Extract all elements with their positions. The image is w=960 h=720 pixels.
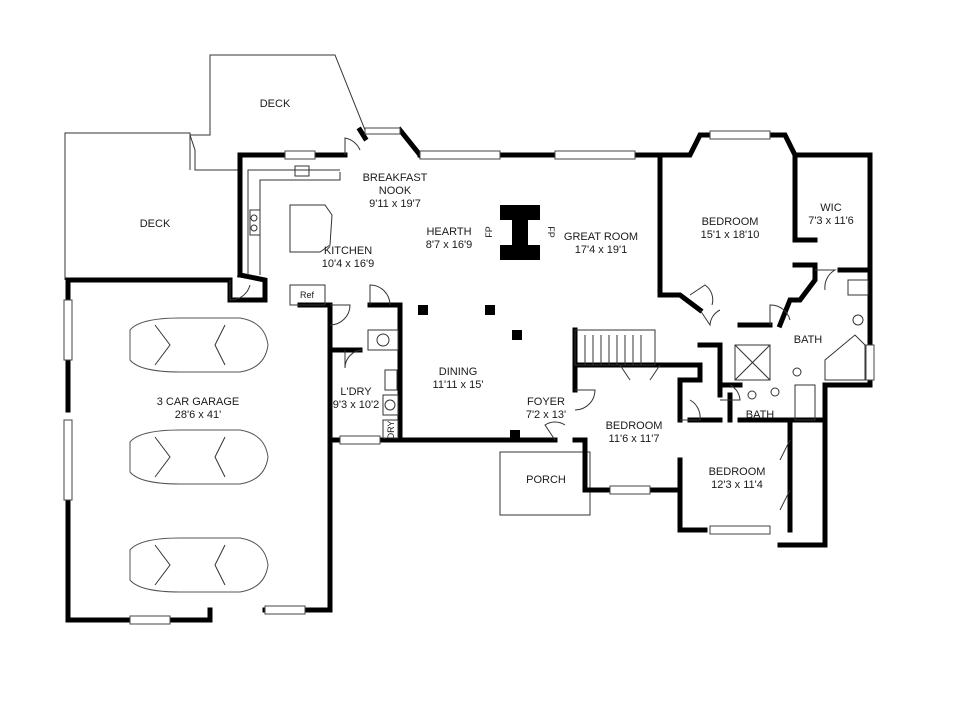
porch-outline — [499, 451, 591, 516]
door-swings — [229, 137, 837, 511]
laundry-fixtures: DRY — [367, 329, 399, 440]
laundry-label: L'DRY — [340, 386, 372, 398]
breakfast-nook-label-2: NOOK — [379, 185, 412, 197]
bedroom-2-dims: 11'6 x 11'7 — [609, 433, 660, 445]
car-1-icon — [129, 317, 269, 373]
dryer-label: DRY — [386, 421, 396, 440]
fp-right-label: FP — [546, 226, 556, 238]
bath-fixtures — [734, 279, 869, 421]
breakfast-nook-label-1: BREAKFAST — [363, 172, 428, 184]
porch-label: PORCH — [526, 474, 566, 486]
bath-2-label: BATH — [746, 409, 775, 421]
columns — [418, 305, 522, 440]
dining-dims: 11'11 x 15' — [433, 379, 484, 391]
kitchen-cabinets: Ref — [247, 165, 341, 306]
garage-dims: 28'6 x 41' — [175, 409, 221, 421]
wic-dims: 7'3 x 11'6 — [808, 215, 854, 227]
deck-top-label: DECK — [260, 98, 291, 110]
bedroom-3-dims: 12'3 x 11'4 — [711, 479, 763, 491]
dining-label: DINING — [439, 366, 478, 378]
hearth-label: HEARTH — [426, 226, 471, 238]
foyer-label: FOYER — [527, 396, 565, 408]
windows — [63, 127, 875, 625]
great-room-label: GREAT ROOM — [564, 231, 638, 243]
kitchen-dims: 10'4 x 16'9 — [322, 258, 375, 270]
deck-left-label: DECK — [140, 218, 171, 230]
fireplace: FP FP — [484, 205, 556, 260]
bedroom-2-label: BEDROOM — [606, 420, 663, 432]
car-3-icon — [129, 537, 269, 593]
kitchen-label: KITCHEN — [324, 245, 372, 257]
wic-label: WIC — [820, 202, 841, 214]
fp-left-label: FP — [484, 226, 494, 238]
bath-master-label: BATH — [794, 334, 823, 346]
bedroom-3-label: BEDROOM — [709, 466, 766, 478]
breakfast-nook-dims: 9'11 x 19'7 — [369, 198, 421, 210]
bedroom-master-dims: 15'1 x 18'10 — [701, 229, 760, 241]
car-2-icon — [129, 429, 269, 485]
hearth-dims: 8'7 x 16'9 — [426, 239, 472, 251]
foyer-dims: 7'2 x 13' — [526, 409, 566, 421]
great-room-dims: 17'4 x 19'1 — [575, 244, 628, 256]
laundry-dims: 9'3 x 10'2 — [333, 399, 379, 411]
deck-left-outline — [64, 132, 191, 280]
exterior-walls — [65, 126, 873, 623]
stairs — [574, 329, 656, 366]
room-labels: DECK DECK BREAKFAST NOOK 9'11 x 19'7 KIT… — [140, 98, 854, 491]
ref-label: Ref — [300, 290, 315, 300]
garage-label: 3 CAR GARAGE — [157, 396, 240, 408]
bedroom-master-label: BEDROOM — [702, 216, 759, 228]
